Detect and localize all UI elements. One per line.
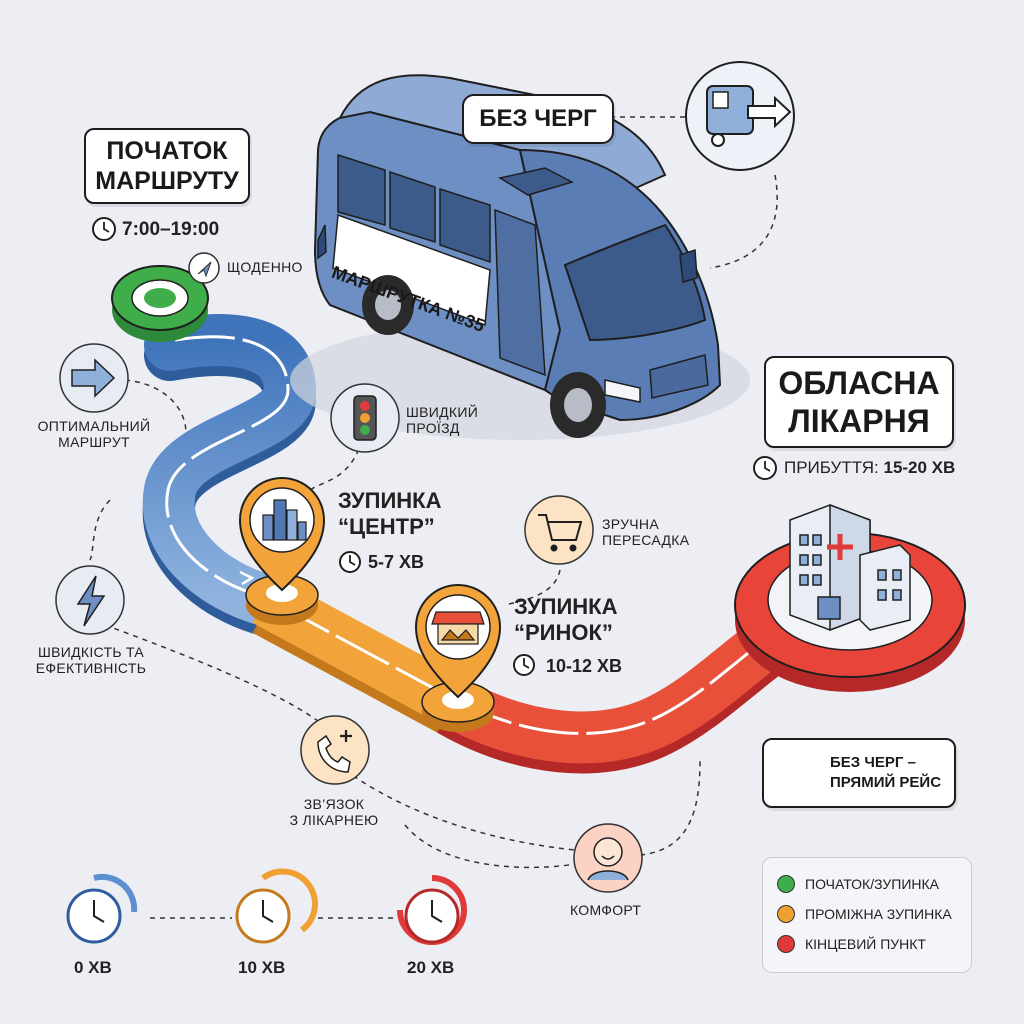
phone-medical-icon (300, 715, 370, 785)
fast-travel-label: ШВИДКИЙ ПРОЇЗД (406, 404, 478, 436)
transfer-line1: ЗРУЧНА (602, 516, 659, 532)
minibus (290, 74, 750, 440)
traffic-light-icon (330, 383, 400, 453)
transfer-label: ЗРУЧНА ПЕРЕСАДКА (602, 516, 689, 548)
speed-efficiency-label: ШВИДКІСТЬ ТА ЕФЕКТИВНІСТЬ (24, 644, 158, 676)
stop-center-title-line1: ЗУПИНКА (338, 488, 442, 513)
direct-trip-badge: БЕЗ ЧЕРГ – ПРЯМИЙ РЕЙС (762, 738, 956, 808)
optimal-route-line2: МАРШРУТ (58, 434, 130, 450)
start-daily: ЩОДЕННО (227, 259, 303, 275)
fast-travel-line2: ПРОЇЗД (406, 420, 460, 436)
stop-market-time: 10-12 ХВ (546, 656, 623, 676)
comfort-label: КОМФОРТ (570, 902, 642, 918)
stop-market-title-line1: ЗУПИНКА (514, 594, 618, 619)
badge-line2: ПРЯМИЙ РЕЙС (830, 774, 942, 791)
stop-center-time: 5-7 ХВ (368, 552, 425, 572)
bus-wheels (362, 275, 606, 438)
arrival-value: 15-20 ХВ (883, 458, 956, 477)
badge-line1: БЕЗ ЧЕРГ – (830, 754, 916, 771)
timeline-clock-10 (235, 868, 318, 944)
start-title-box: ПОЧАТОК МАРШРУТУ (84, 128, 250, 204)
stop-market-title-line2: “РИНОК” (514, 620, 613, 645)
start-hours: 7:00–19:00 (122, 219, 220, 240)
hospital-building-icon (789, 503, 911, 632)
hospital-contact-line1: ЗВ’ЯЗОК (303, 796, 365, 812)
destination-title-box: ОБЛАСНА ЛІКАРНЯ (764, 356, 954, 448)
speed-efficiency-line2: ЕФЕКТИВНІСТЬ (35, 660, 147, 676)
shopping-cart-icon (524, 495, 594, 565)
destination-title-line2: ЛІКАРНЯ (788, 403, 930, 439)
stop-center-pin (238, 477, 326, 625)
legend-label-final: КІНЦЕВИЙ ПУНКТ (805, 936, 926, 952)
fast-travel-line1: ШВИДКИЙ (406, 404, 479, 420)
arrival-prefix: ПРИБУТТЯ: (784, 458, 879, 477)
transfer-line2: ПЕРЕСАДКА (602, 532, 690, 548)
optimal-route-label: ОПТИМАЛЬНИЙ МАРШРУТ (34, 418, 154, 450)
legend-label-start: ПОЧАТОК/ЗУПИНКА (805, 876, 939, 892)
clock-icon-arrival (753, 456, 777, 480)
clock-icon-stop2 (513, 654, 535, 676)
hospital-contact-label: ЗВ’ЯЗОК З ЛІКАРНЕЮ (284, 796, 384, 828)
timeline-clock-0 (66, 873, 138, 944)
no-queue-text: БЕЗ ЧЕРГ (479, 105, 597, 132)
optimal-route-icon (59, 343, 129, 413)
arrival-label: ПРИБУТТЯ: 15-20 ХВ (784, 458, 955, 478)
stop-market-pin (414, 584, 502, 732)
navigation-icon (188, 252, 220, 284)
destination-platform (734, 503, 966, 692)
legend-dot-green (777, 875, 795, 893)
clock-icon-start (92, 217, 116, 241)
clock-icon-stop1 (339, 551, 361, 573)
start-title-line1: ПОЧАТОК (106, 137, 228, 165)
market-stall-icon (431, 611, 485, 645)
start-node (111, 265, 209, 342)
hospital-contact-line2: З ЛІКАРНЕЮ (289, 812, 379, 828)
legend-dot-orange (777, 905, 795, 923)
timeline (66, 868, 467, 945)
no-queue-callout: БЕЗ ЧЕРГ (462, 94, 614, 144)
comfort-face-icon (573, 823, 643, 893)
start-title-line2: МАРШРУТУ (95, 167, 239, 195)
legend-dot-red (777, 935, 795, 953)
city-buildings-icon (262, 499, 307, 541)
optimal-route-line1: ОПТИМАЛЬНИЙ (37, 418, 151, 434)
timeline-label-10: 10 ХВ (238, 958, 286, 977)
stop-center-title-line2: “ЦЕНТР” (338, 514, 435, 539)
speed-efficiency-line1: ШВИДКІСТЬ ТА (37, 644, 145, 660)
legend: ПОЧАТОК/ЗУПИНКА ПРОМІЖНА ЗУПИНКА КІНЦЕВИ… (762, 857, 972, 973)
legend-label-intermediate: ПРОМІЖНА ЗУПИНКА (805, 906, 952, 922)
timeline-label-0: 0 ХВ (74, 958, 112, 977)
lightning-icon (55, 565, 125, 635)
bus-arrival-icon (685, 61, 795, 171)
timeline-clock-20 (397, 875, 467, 945)
timeline-label-20: 20 ХВ (407, 958, 455, 977)
destination-title-line1: ОБЛАСНА (778, 365, 940, 401)
